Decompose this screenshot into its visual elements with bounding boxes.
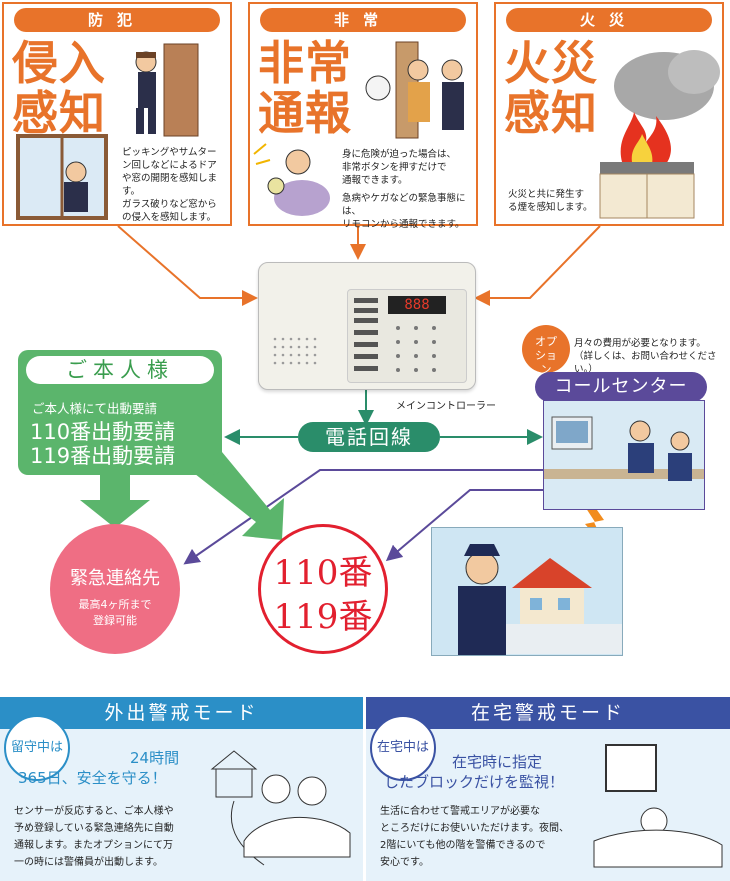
mode-zaitaku-headline2: したブロックだけを監視！	[384, 773, 565, 791]
controller-keypad[interactable]: 888	[347, 289, 467, 383]
panel-hijou: 非常 非常 通報 身に危険が迫った場合は、非常ボタンを押すだけで 通報できます。…	[248, 2, 478, 230]
emergency-number-circle: 110番 119番	[258, 524, 388, 654]
burglar-window-icon	[16, 134, 108, 220]
guard-house-car-icon	[458, 544, 622, 655]
honnin-box: ご本人様 ご本人様にて出動要請 110番出動要請 119番出動要請	[18, 350, 222, 475]
mode-gaishutsu-headline1: 24時間	[130, 749, 180, 767]
number-110: 110番	[273, 553, 373, 593]
panel-kasai-heading: 火災 感知	[504, 36, 598, 140]
panel-bouhan-title: 防犯	[14, 8, 220, 32]
keypad-buttons[interactable]	[348, 290, 466, 382]
panel-hijou-title: 非常	[260, 8, 466, 32]
mode-gaishutsu-desc: センサーが反応すると、ご本人様や予め登録している緊急連絡先に自動 通報します。ま…	[14, 806, 174, 868]
mode-zaitaku-badge: 在宅中は	[370, 715, 436, 781]
emergency-contact-sub2: 登録可能	[93, 614, 137, 627]
mode-zaitaku-title: 在宅警戒モード	[366, 697, 730, 729]
option-badge: オプション	[522, 325, 570, 376]
panel-bouhan-heading: 侵入 感知	[12, 36, 106, 140]
panel-kasai: 火災 火災 感知 火災と共に発生する煙を感知します。	[494, 2, 724, 226]
call-center-illustration	[543, 400, 705, 510]
option-note: 月々の費用が必要となります。 （詳しくは、お問い合わせください。）	[574, 338, 717, 375]
intruder-person-icon	[365, 41, 464, 139]
panel-kasai-title: 火災	[506, 8, 712, 32]
speaker-grille	[273, 337, 317, 365]
arrow-bouhan-to-controller	[117, 225, 258, 306]
honnin-line2: 110番出動要請	[30, 420, 176, 444]
burglar-door-icon	[135, 43, 199, 137]
call-center-label: コールセンター	[535, 372, 707, 402]
mode-zaitaku-headline1: 在宅時に指定	[452, 753, 543, 771]
number-119: 119番	[273, 597, 373, 637]
honnin-line1: ご本人様にて出動要請	[32, 401, 158, 416]
panel-hijou-desc2: 急病やケガなどの緊急事態には、リモコンから通報できます。	[342, 193, 466, 230]
mode-gaishutsu: 外出警戒モード 留守中は 24時間 365日、安全を守る！ センサーが反応すると…	[0, 697, 363, 881]
mode-gaishutsu-badge: 留守中は	[4, 715, 70, 781]
mode-gaishutsu-headline2: 365日、安全を守る！	[18, 769, 167, 787]
security-guard-illustration	[431, 527, 623, 656]
emergency-contact-sub1: 最高4ヶ所まで	[78, 598, 152, 611]
panel-kasai-desc1: 火災と共に発生する煙を感知します。	[508, 189, 593, 213]
fire-stove-icon	[599, 50, 720, 219]
panel-bouhan: 防犯 侵入 感知 ピッキングやサムターン回しなどによるドア や窓の開閉を感知しま…	[2, 2, 232, 226]
honnin-line3: 119番出動要請	[30, 444, 176, 468]
controller-display: 888	[388, 296, 446, 314]
mode-zaitaku-desc: 生活に合わせて警戒エリアが必要なところだけにお使いいただけます。夜間、 2階にい…	[380, 806, 569, 868]
mode-gaishutsu-title: 外出警戒モード	[0, 697, 363, 729]
sleeping-person-icon	[593, 744, 723, 868]
phone-line-label: 電話回線	[298, 422, 440, 452]
option-badge-text: オプション	[535, 335, 557, 376]
arrow-callcenter-to-kinkyu	[183, 469, 552, 565]
panel-hijou-desc1: 身に危険が迫った場合は、非常ボタンを押すだけで 通報できます。	[342, 149, 457, 186]
operators-icon	[544, 416, 704, 481]
controller-label: メインコントローラー	[396, 401, 496, 412]
emergency-contact-title: 緊急連絡先	[70, 568, 160, 589]
panel-bouhan-desc2: ガラス破りなど窓からの侵入を感知します。	[122, 199, 217, 223]
mode-zaitaku: 在宅警戒モード 在宅中は 在宅時に指定 したブロックだけを監視！ 生活に合わせて…	[366, 697, 730, 881]
arrow-kasai-to-controller	[474, 225, 601, 306]
panel-bouhan-desc1: ピッキングやサムターン回しなどによるドア や窓の開閉を感知します。	[122, 147, 218, 197]
honnin-title: ご本人様	[26, 356, 214, 384]
emergency-contact-circle: 緊急連絡先 最高4ヶ所まで 登録可能	[50, 524, 180, 654]
panel-hijou-heading: 非常 通報	[258, 36, 352, 140]
green-arrow-down	[80, 470, 150, 528]
couple-car-icon	[210, 750, 351, 866]
main-controller-device: 888	[258, 262, 476, 390]
elderly-woman-icon	[253, 143, 330, 216]
